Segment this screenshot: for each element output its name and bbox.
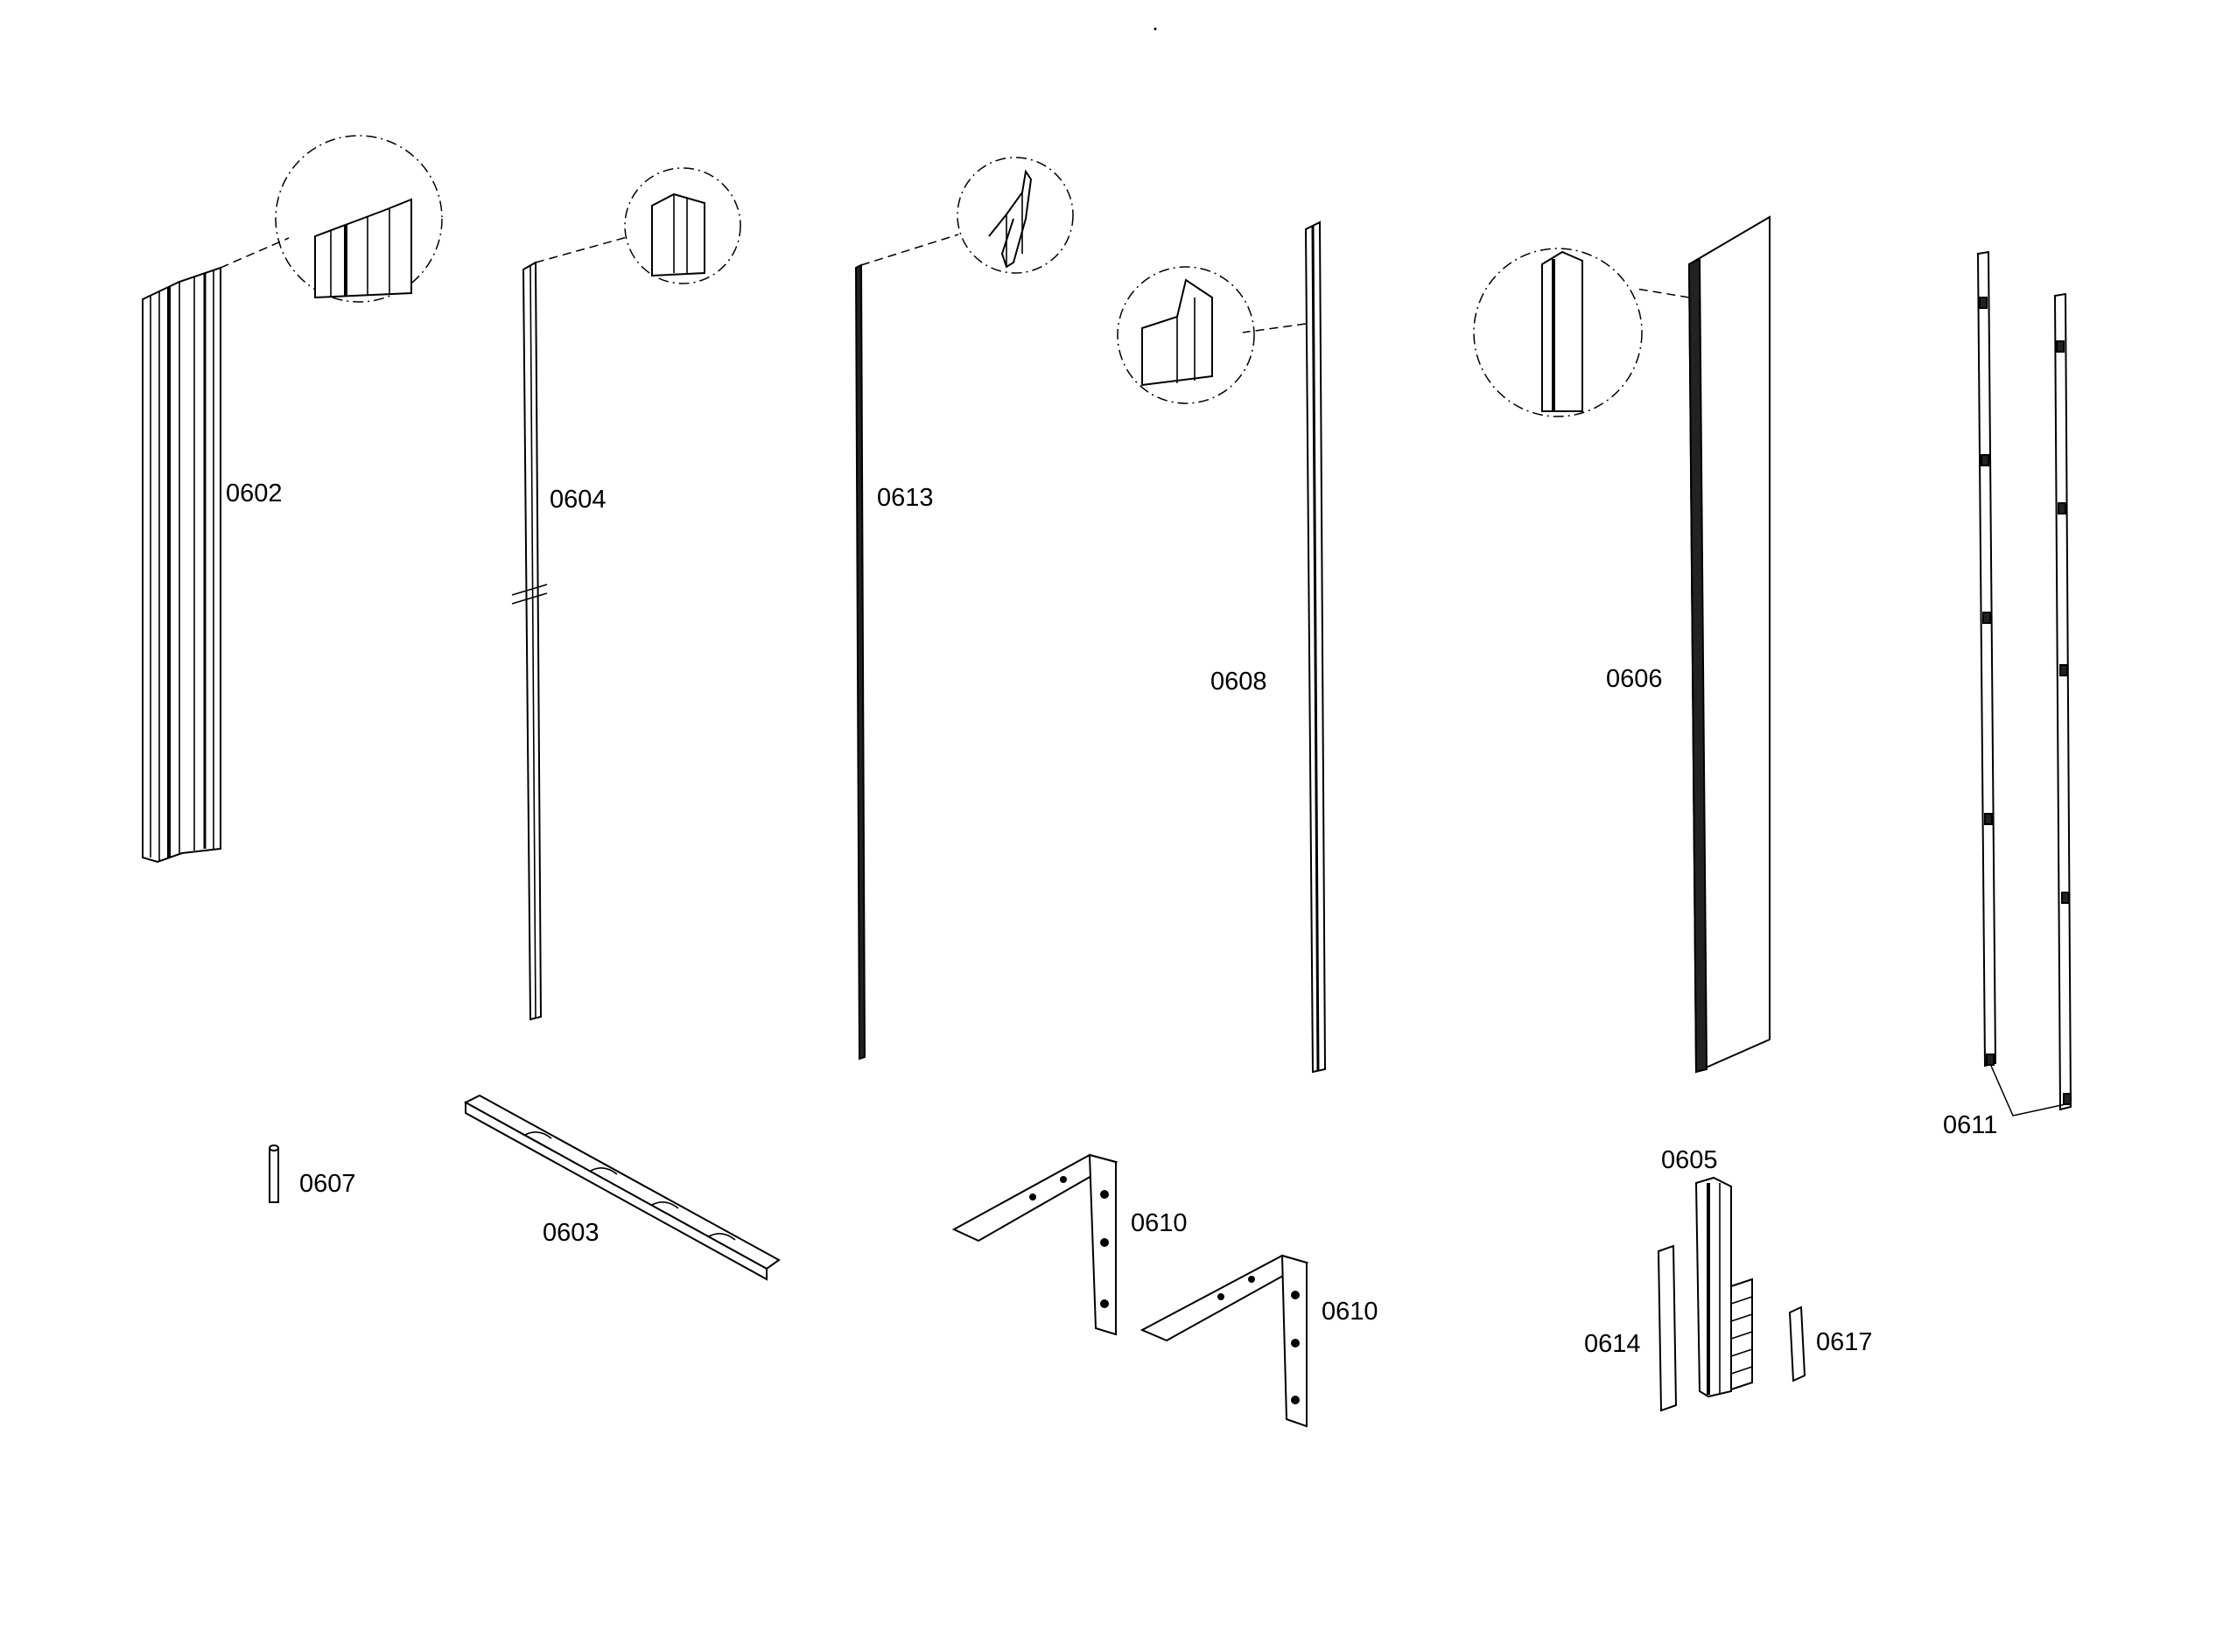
part-0604-channel: [511, 167, 741, 1021]
detail-0613-section: [988, 169, 1033, 269]
part-0607-pin: [269, 1144, 279, 1203]
label-0604: 0604: [550, 486, 607, 514]
detail-0602-section: [314, 198, 412, 299]
leader-0611: [1990, 1065, 2066, 1116]
detail-0604-section: [651, 192, 705, 277]
part-0605-hinge: [1694, 1176, 1753, 1398]
label-0607: 0607: [299, 1170, 356, 1198]
label-0611: 0611: [1943, 1111, 1997, 1139]
part-0603-angle-bar: [463, 1094, 781, 1281]
label-0602: 0602: [226, 480, 283, 508]
part-0610-bracket-a: [951, 1153, 1119, 1336]
label-0610-a: 0610: [1131, 1209, 1188, 1237]
part-0611-strip-left: [1976, 250, 1997, 1068]
label-0606: 0606: [1606, 665, 1663, 693]
stray-mark: [1154, 27, 1157, 31]
part-0613-rod: [854, 157, 1074, 1060]
part-0617-block: [1788, 1306, 1806, 1382]
part-0608-rail: [1117, 220, 1327, 1074]
part-0610-bracket-b: [1140, 1254, 1309, 1428]
detail-0608-section: [1141, 278, 1213, 387]
label-0603: 0603: [543, 1219, 600, 1247]
part-0606-panel: [1473, 215, 1771, 1074]
part-0602-profile: [142, 135, 443, 864]
label-0617: 0617: [1816, 1328, 1873, 1356]
label-0605: 0605: [1661, 1146, 1718, 1174]
label-0614: 0614: [1584, 1330, 1641, 1358]
label-0613: 0613: [877, 484, 934, 512]
detail-0606-section: [1541, 250, 1583, 412]
label-0610-b: 0610: [1322, 1298, 1378, 1326]
label-0608: 0608: [1210, 668, 1267, 696]
part-0614-strip: [1657, 1244, 1678, 1412]
part-0611-strip-right: [2053, 292, 2072, 1111]
